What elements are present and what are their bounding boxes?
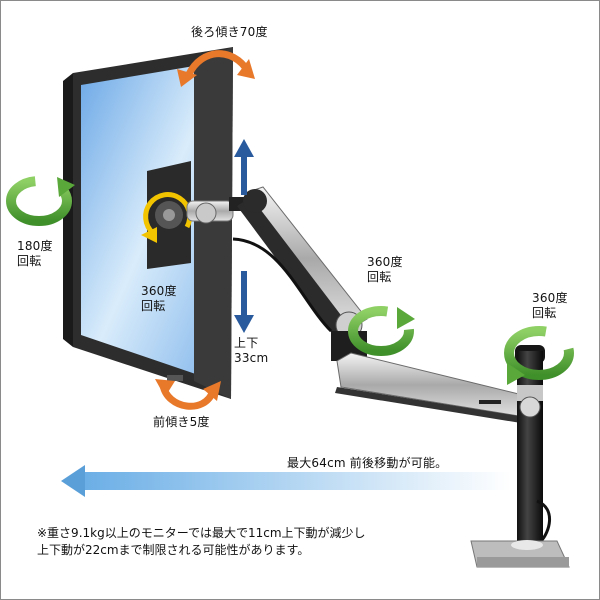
front-tilt-arrow-icon [155,379,221,410]
up-down-arrow-icon [234,139,254,333]
weight-note: ※重さ9.1kg以上のモニターでは最大で11cm上下動が減少し 上下動が22cm… [37,526,366,557]
elbow-rotation-label: 360度 回転 [367,255,403,284]
elbow-rotation-arrow-icon [348,306,415,356]
upper-arm [232,186,368,343]
vesa-mount-plate [147,161,191,269]
back-tilt-arrow-icon [177,50,255,87]
monitor-rotation-label: 360度 回転 [141,284,177,313]
rotation-180-arrow-icon [6,176,75,226]
desk-clamp [470,540,570,568]
pole [515,345,551,543]
pole-rotation-label: 360度 回転 [532,291,568,320]
pole-rotation-arrow-icon [504,326,574,385]
tilt-bracket [186,197,255,224]
reach-arrow-icon [61,465,511,497]
front-tilt-label: 前傾き5度 [153,415,210,429]
lower-arm [335,352,532,423]
rotation-180-label: 180度 回転 [17,239,53,268]
up-down-label: 上下 33cm [234,336,269,365]
reach-label: 最大64cm 前後移動が可能。 [287,456,448,470]
back-tilt-label: 後ろ傾き70度 [191,25,268,39]
